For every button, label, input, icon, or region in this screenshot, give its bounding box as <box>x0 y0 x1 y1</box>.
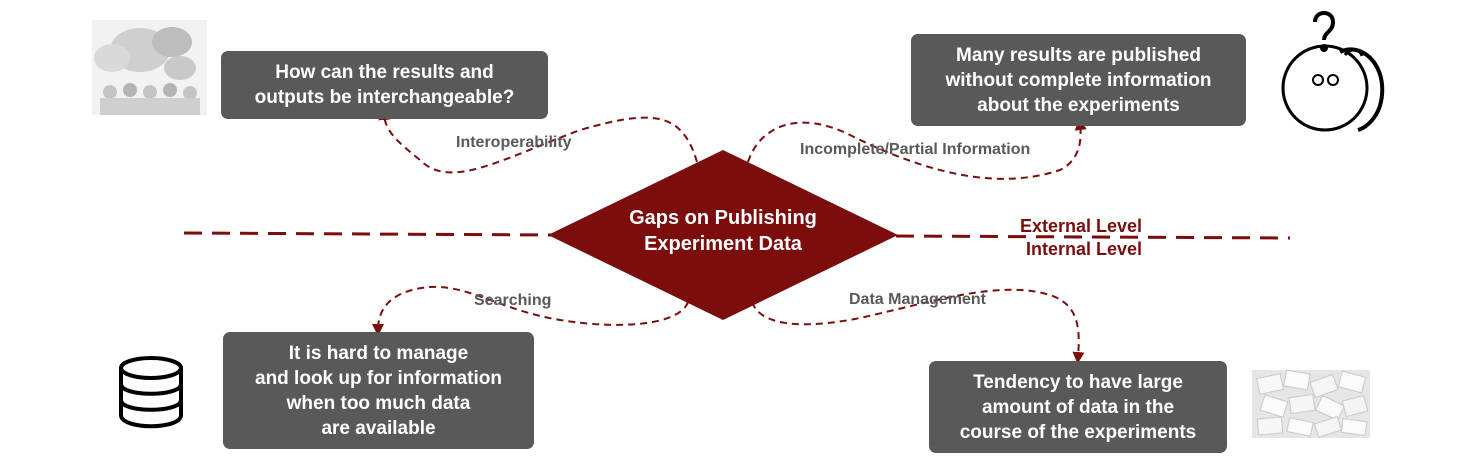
level-line-right <box>895 234 1291 240</box>
gaps-title-line-2: Experiment Data <box>644 233 802 255</box>
external-level-label: External Level <box>1020 216 1143 236</box>
label-incomplete-information: Incomplete/Partial Information <box>800 141 1031 158</box>
interoperability-question-box: How can the results and outputs be inter… <box>221 51 548 119</box>
searching-problem-box: It is hard to manage and look up for inf… <box>223 332 534 449</box>
box-line: outputs be interchangeable? <box>254 87 515 108</box>
connector-searching <box>372 285 689 336</box>
label-searching: Searching <box>474 292 552 309</box>
gaps-diamond <box>548 150 898 320</box>
box-line: about the experiments <box>977 94 1180 116</box>
connector-interoperability <box>378 108 698 174</box>
data-management-box: Tendency to have large amount of data in… <box>929 361 1227 453</box>
box-line: Many results are published <box>956 44 1201 66</box>
box-line: course of the experiments <box>959 421 1197 443</box>
gaps-title: Gaps on Publishing Experiment Data <box>548 205 898 257</box>
box-line: when too much data <box>286 392 471 414</box>
level-line-left <box>183 231 553 237</box>
confused-thinking-face-icon <box>1281 11 1385 132</box>
box-line: Tendency to have large <box>973 371 1183 393</box>
gaps-title-line-1: Gaps on Publishing <box>629 207 817 229</box>
crowd-speech-bubbles-icon <box>92 20 207 115</box>
connector-incomplete <box>747 118 1087 180</box>
label-interoperability: Interoperability <box>456 134 572 151</box>
connector-data-management <box>751 288 1085 364</box>
database-icon <box>119 356 183 429</box>
box-line: are available <box>321 417 436 439</box>
incomplete-info-box: Many results are published without compl… <box>911 34 1246 126</box>
box-line: without complete information <box>945 69 1212 91</box>
paper-pile-icon <box>1252 369 1370 438</box>
internal-level-label: Internal Level <box>1026 239 1143 259</box>
box-line: and look up for information <box>255 367 502 389</box>
label-data-management: Data Management <box>849 291 986 308</box>
box-line: It is hard to manage <box>288 342 469 364</box>
box-line: How can the results and <box>275 62 494 83</box>
box-line: amount of data in the <box>981 396 1175 418</box>
